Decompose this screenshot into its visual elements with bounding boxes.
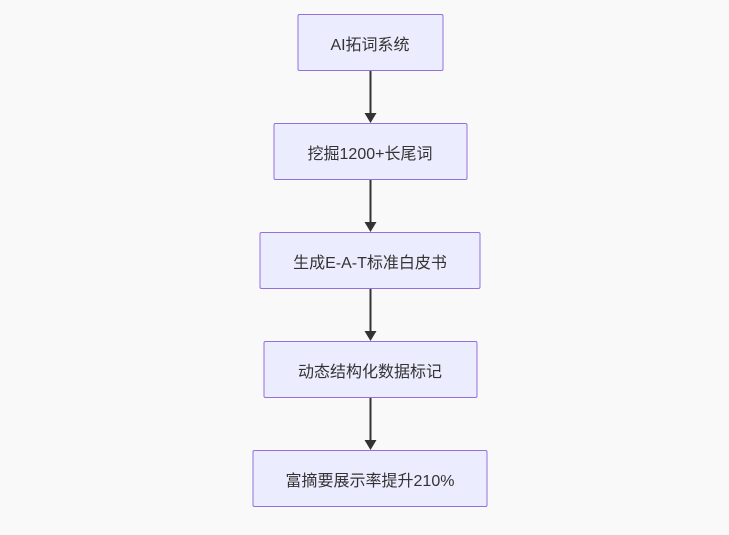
flow-edge-step3-step4 [364, 289, 376, 341]
arrow-line [369, 180, 371, 223]
arrow-line [369, 289, 371, 332]
arrow-line [369, 398, 371, 441]
flow-node-label: 动态结构化数据标记 [297, 363, 442, 381]
flowchart: AI拓词系统 挖掘1200+长尾词 生成E-A-T标准白皮书 动态结构化数据标记 [252, 14, 488, 507]
flow-edge-step2-step3 [364, 180, 376, 232]
flow-node-step1: AI拓词系统 [297, 14, 443, 71]
flow-node-step5: 富摘要展示率提升210% [252, 450, 488, 507]
arrow-down-icon [364, 222, 376, 232]
flow-node-label: 富摘要展示率提升210% [285, 472, 455, 490]
flow-node-step3: 生成E-A-T标准白皮书 [259, 232, 481, 289]
flow-edge-step4-step5 [364, 398, 376, 450]
arrow-down-icon [364, 113, 376, 123]
flow-node-label: 生成E-A-T标准白皮书 [293, 254, 447, 272]
arrow-line [369, 71, 371, 114]
flow-node-step2: 挖掘1200+长尾词 [273, 123, 467, 180]
arrow-down-icon [364, 440, 376, 450]
flow-node-label: 挖掘1200+长尾词 [307, 145, 433, 163]
flow-node-label: AI拓词系统 [330, 36, 410, 54]
arrow-down-icon [364, 331, 376, 341]
flow-node-step4: 动态结构化数据标记 [263, 341, 477, 398]
flow-edge-step1-step2 [364, 71, 376, 123]
